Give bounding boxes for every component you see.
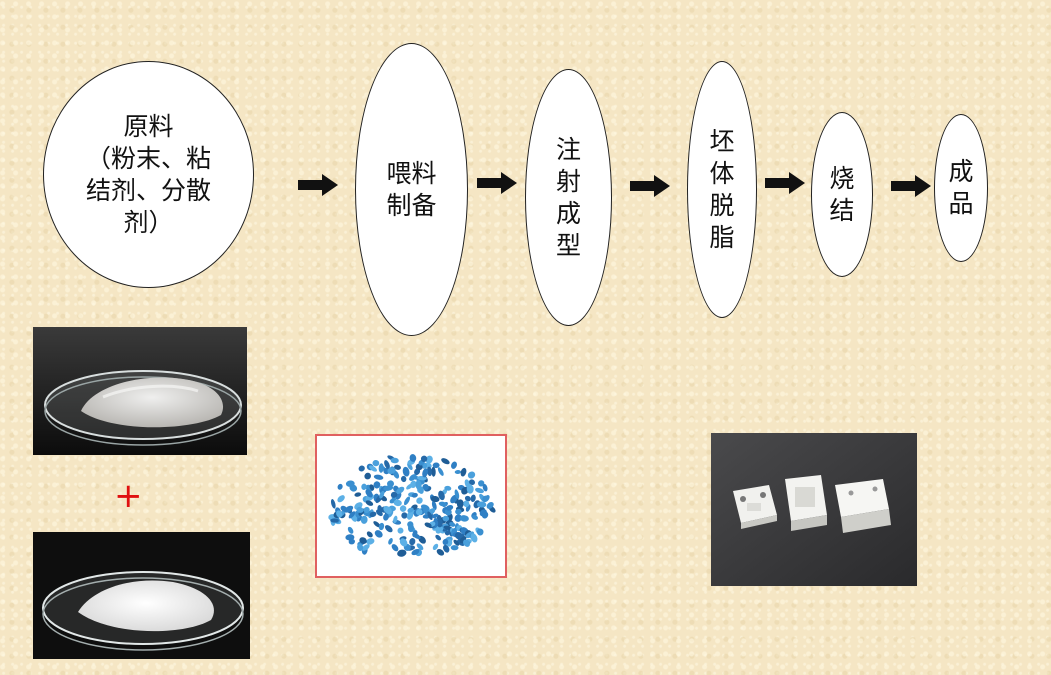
step-sintering: 烧 结 <box>811 112 873 277</box>
step-finished-product: 成 品 <box>934 114 988 262</box>
arrow-right-icon <box>477 172 517 194</box>
arrow-right-icon <box>630 175 670 197</box>
step-feedstock-preparation: 喂料 制备 <box>355 43 468 336</box>
step-finished-product-label: 成 品 <box>948 157 974 218</box>
binder-dish-photo <box>33 532 250 659</box>
step-feedstock-preparation-label: 喂料 制备 <box>386 158 437 220</box>
feedstock-pellets-photo <box>315 434 507 578</box>
step-raw-materials: 原料 （粉末、粘 结剂、分散 剂） <box>43 61 254 288</box>
step-debinding: 坯 体 脱 脂 <box>687 61 757 318</box>
step-sintering-label: 烧 结 <box>829 163 855 225</box>
ceramic-parts-photo <box>711 433 917 586</box>
powder-dish-photo <box>33 327 247 455</box>
arrow-right-icon <box>765 172 805 194</box>
step-injection-molding-label: 注 射 成 型 <box>555 134 581 260</box>
arrow-right-icon <box>298 174 338 196</box>
step-raw-materials-label: 原料 （粉末、粘 结剂、分散 剂） <box>85 111 211 237</box>
step-debinding-label: 坯 体 脱 脂 <box>709 126 735 252</box>
plus-sign: + <box>114 476 143 516</box>
step-injection-molding: 注 射 成 型 <box>525 69 612 326</box>
arrow-right-icon <box>891 175 931 197</box>
